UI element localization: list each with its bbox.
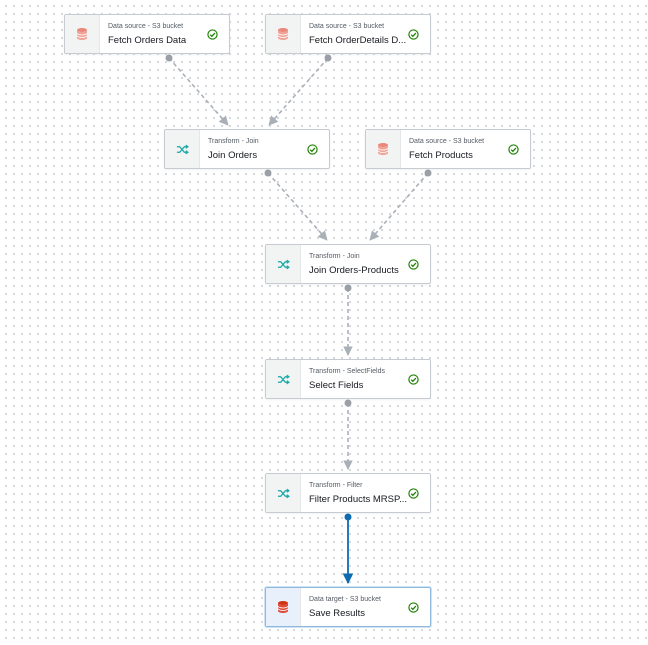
edge-join-orders-to-join-orders-products[interactable]	[264, 169, 328, 241]
node-type: Data source - S3 bucket	[309, 23, 385, 30]
node-fetch-orderdetails[interactable]: Data source - S3 bucket Fetch OrderDetai…	[265, 14, 431, 54]
node-join-orders[interactable]: Transform - Join Join Orders	[164, 129, 330, 169]
database-icon	[377, 143, 389, 155]
shuffle-icon	[176, 144, 189, 154]
node-label: Filter Products MRSP...	[309, 494, 408, 505]
node-label: Fetch Products	[409, 150, 473, 161]
check-circle-icon	[408, 373, 419, 385]
node-type: Transform - Join	[208, 138, 259, 145]
edge-join-orders-products-to-select-fields[interactable]	[343, 284, 353, 356]
node-fetch-products[interactable]: Data source - S3 bucket Fetch Products	[365, 129, 531, 169]
node-type: Transform - Filter	[309, 482, 363, 489]
check-circle-icon	[408, 487, 419, 499]
check-circle-icon	[508, 143, 519, 155]
node-type: Data target - S3 bucket	[309, 596, 381, 603]
edge-fetch-orderdetails-to-join-orders[interactable]	[268, 54, 332, 126]
edge-filter-to-save-results[interactable]	[342, 513, 354, 585]
edge-fetch-orders-to-join-orders[interactable]	[165, 54, 229, 126]
database-icon	[277, 601, 289, 613]
node-save-results[interactable]: Data target - S3 bucket Save Results	[265, 587, 431, 627]
check-circle-icon	[408, 258, 419, 270]
shuffle-icon	[277, 488, 290, 498]
check-circle-icon	[207, 28, 218, 40]
node-label: Join Orders	[208, 150, 258, 161]
node-select-fields[interactable]: Transform - SelectFields Select Fields	[265, 359, 431, 399]
check-circle-icon	[408, 601, 419, 613]
node-type: Transform - Join	[309, 253, 360, 260]
node-join-orders-products[interactable]: Transform - Join Join Orders-Products	[265, 244, 431, 284]
node-type: Data source - S3 bucket	[108, 23, 184, 30]
edge-select-fields-to-filter[interactable]	[343, 399, 353, 470]
node-label: Select Fields	[309, 380, 364, 391]
node-label: Fetch Orders Data	[108, 35, 187, 46]
node-type: Data source - S3 bucket	[409, 138, 485, 145]
node-type: Transform - SelectFields	[309, 368, 385, 375]
database-icon	[76, 28, 88, 40]
node-fetch-orders-data[interactable]: Data source - S3 bucket Fetch Orders Dat…	[64, 14, 230, 54]
node-label: Fetch OrderDetails D...	[309, 35, 407, 46]
check-circle-icon	[408, 28, 419, 40]
database-icon	[277, 28, 289, 40]
shuffle-icon	[277, 259, 290, 269]
edge-fetch-products-to-join-orders-products[interactable]	[369, 169, 432, 241]
node-filter-products[interactable]: Transform - Filter Filter Products MRSP.…	[265, 473, 431, 513]
shuffle-icon	[277, 374, 290, 384]
node-label: Join Orders-Products	[309, 265, 399, 276]
check-circle-icon	[307, 143, 318, 155]
node-label: Save Results	[309, 608, 365, 619]
